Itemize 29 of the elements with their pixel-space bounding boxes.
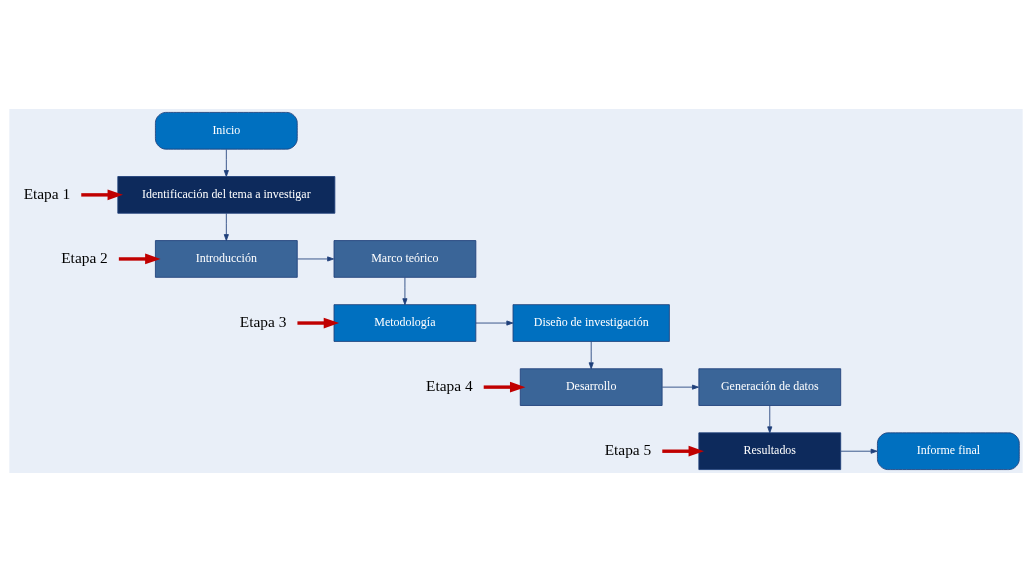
arrow: [297, 317, 340, 329]
node-box: Introducción: [155, 240, 298, 278]
arrow: [661, 384, 699, 390]
arrow: [297, 256, 334, 262]
arrow: [588, 341, 594, 370]
node-box: Inicio: [155, 112, 298, 150]
node-text: Etapa 2: [61, 248, 108, 266]
arrow: [475, 320, 514, 326]
arrow: [118, 253, 161, 265]
node-box: Identificación del tema a investigar: [117, 176, 336, 214]
node-text: Etapa 4: [426, 376, 473, 394]
arrow: [767, 405, 773, 434]
arrow: [840, 448, 878, 454]
node-box: Diseño de investigación: [512, 304, 670, 342]
arrow: [483, 381, 526, 393]
arrow: [662, 445, 704, 457]
node-text: Etapa 5: [604, 440, 652, 458]
node-box: Metodología: [333, 304, 477, 342]
node-text: Etapa 1: [23, 184, 71, 202]
node-box: Marco teórico: [333, 240, 477, 278]
node-text: Etapa 3: [239, 312, 287, 330]
arrow: [81, 189, 123, 201]
node-box: Desarrollo: [519, 368, 663, 406]
arrow: [402, 277, 408, 306]
node-box: Informe final: [877, 432, 1020, 470]
arrow: [223, 213, 229, 241]
node-box: Generación de datos: [698, 368, 842, 406]
arrow: [223, 148, 229, 177]
node-box: Resultados: [698, 432, 842, 470]
